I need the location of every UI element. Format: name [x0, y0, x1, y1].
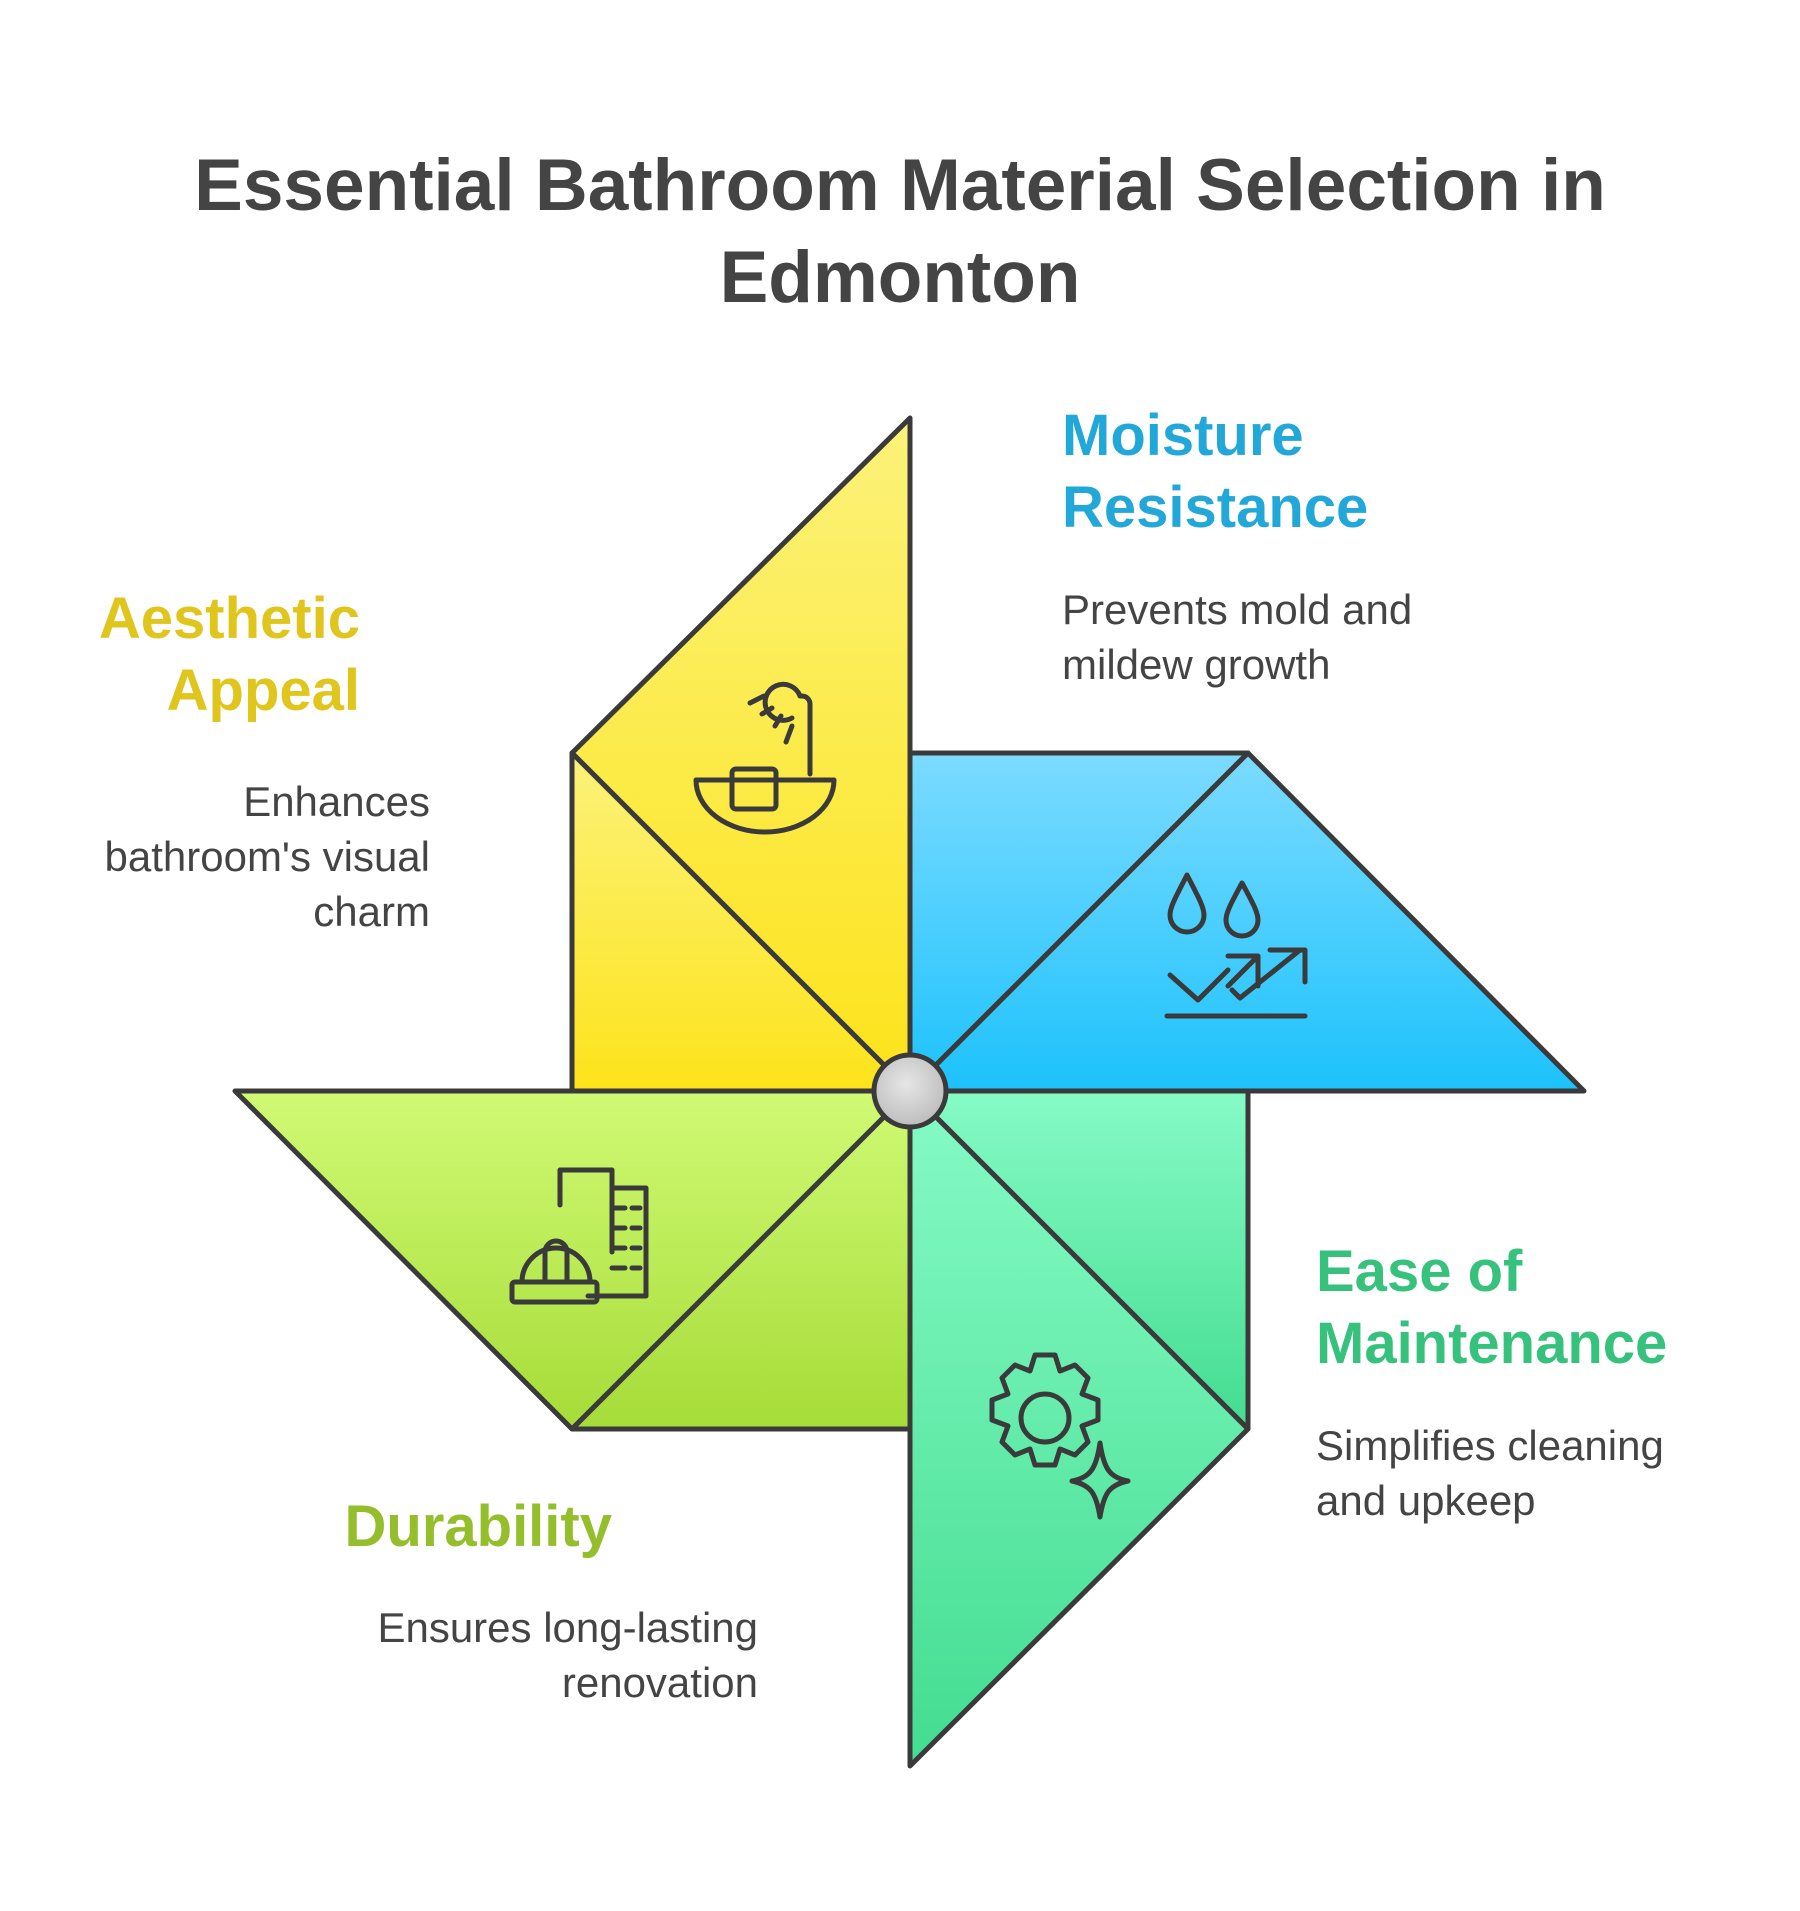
aesthetic-heading: Aesthetic Appeal [98, 586, 360, 723]
maintenance-heading: Ease of Maintenance [1316, 1239, 1668, 1376]
durability-heading: Durability [344, 1494, 613, 1559]
aesthetic-description: Enhances bathroom's visual charm [104, 778, 431, 935]
moisture-heading: Moisture Resistance [1062, 403, 1369, 540]
gear-sparkle-icon [989, 1352, 1131, 1520]
maintenance-description: Simplifies cleaning and upkeep [1316, 1422, 1664, 1524]
building-hardhat-icon [509, 1167, 649, 1305]
moisture-description: Prevents mold and mildew growth [1062, 586, 1413, 688]
durability-blade-base [569, 1088, 913, 1432]
bathtub-shower-icon [693, 681, 837, 835]
center-hub [871, 1052, 949, 1130]
water-drops-resistance-icon [1164, 872, 1308, 1019]
durability-description: Ensures long-lasting renovation [377, 1604, 758, 1706]
page-title: Essential Bathroom Material Selection in… [194, 145, 1606, 318]
